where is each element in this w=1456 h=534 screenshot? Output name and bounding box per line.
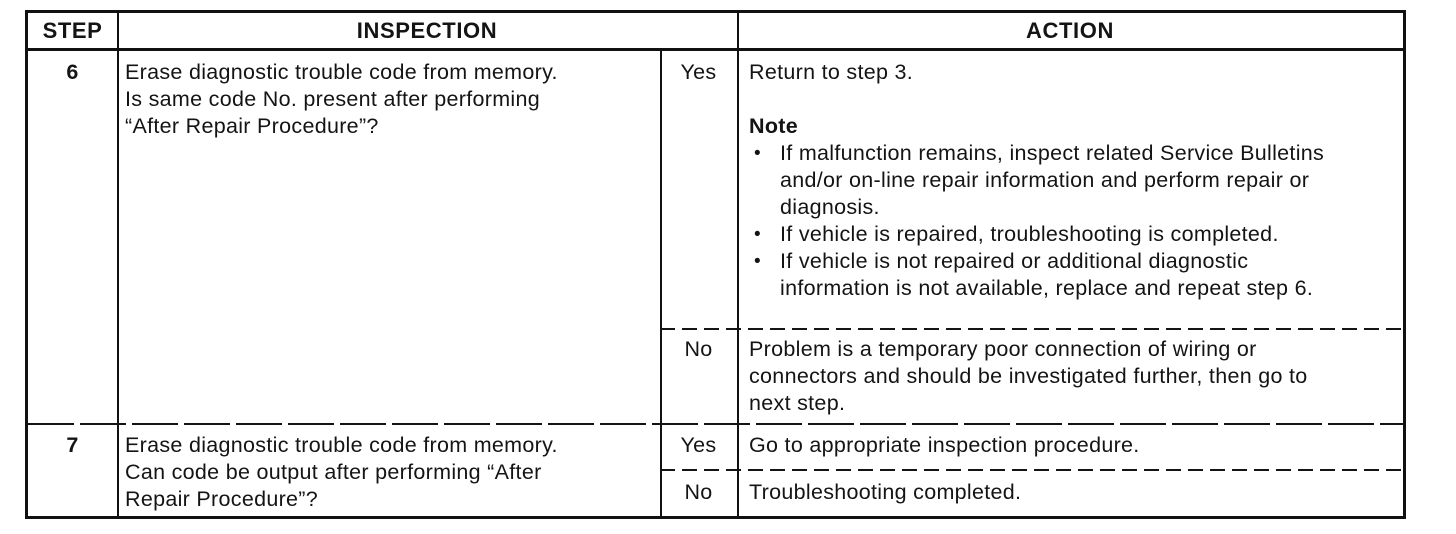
troubleshooting-table: STEP INSPECTION ACTION 6 Erase diagnosti… <box>25 10 1406 519</box>
action-text-line: next step. <box>749 391 846 415</box>
step6-yes-action-cell: Return to step 3. Note • If malfunction … <box>749 59 1397 302</box>
action-text-line: If malfunction remains, inspect related … <box>780 141 1325 165</box>
note-bullet-item: • If malfunction remains, inspect relate… <box>749 140 1397 221</box>
inspection-text-line: Can code be output after performing “Aft… <box>125 460 542 484</box>
sub-divider-step6-yes-no <box>660 328 1403 330</box>
note-label: Note <box>749 114 798 138</box>
bullet-icon: • <box>754 224 761 245</box>
bullet-icon: • <box>754 251 761 272</box>
header-inspection-label: INSPECTION <box>356 17 498 43</box>
column-divider-step-inspection <box>117 13 119 516</box>
row-divider-step6-step7 <box>28 423 1403 425</box>
inspection-text-line: Repair Procedure”? <box>125 487 319 511</box>
step7-no-label: No <box>684 480 713 504</box>
header-bottom-rule <box>28 48 1403 51</box>
action-text-line: If vehicle is repaired, troubleshooting … <box>780 222 1279 246</box>
step6-number: 6 <box>66 60 79 84</box>
note-bullet-text: If vehicle is repaired, troubleshooting … <box>780 221 1397 248</box>
note-bullet-item: • If vehicle is repaired, troubleshootin… <box>749 221 1397 248</box>
inspection-text-line: Is same code No. present after performin… <box>125 87 541 111</box>
step7-yes-label: Yes <box>680 433 717 457</box>
inspection-text-line: Erase diagnostic trouble code from memor… <box>125 433 558 457</box>
sub-divider-step7-yes-no <box>660 469 1403 471</box>
note-bullet-text: If vehicle is not repaired or additional… <box>780 248 1397 302</box>
note-bullet-item: • If vehicle is not repaired or addition… <box>749 248 1397 302</box>
action-text-line: information is not available, replace an… <box>780 276 1314 300</box>
step6-inspection-cell: Erase diagnostic trouble code from memor… <box>125 59 655 140</box>
action-text-line: Problem is a temporary poor connection o… <box>749 337 1257 361</box>
action-text-line: diagnosis. <box>780 195 880 219</box>
column-divider-yesno-action <box>737 13 739 516</box>
bullet-icon: • <box>754 143 761 164</box>
inspection-text-line: “After Repair Procedure”? <box>125 114 379 138</box>
inspection-text-line: Erase diagnostic trouble code from memor… <box>125 60 558 84</box>
column-divider-inspection-yesno <box>660 48 662 516</box>
action-text-line: If vehicle is not repaired or additional… <box>780 249 1249 273</box>
step7-inspection-cell: Erase diagnostic trouble code from memor… <box>125 432 655 513</box>
action-text-line: Return to step 3. <box>749 60 914 84</box>
header-inspection: INSPECTION <box>117 13 737 48</box>
action-text-line: Troubleshooting completed. <box>749 480 1022 504</box>
note-bullet-text: If malfunction remains, inspect related … <box>780 140 1397 221</box>
header-step: STEP <box>28 13 117 48</box>
header-action-label: ACTION <box>1026 17 1114 43</box>
step7-yes-action-cell: Go to appropriate inspection procedure. <box>749 432 1397 459</box>
step6-yes-label: Yes <box>680 60 717 84</box>
step7-no-action-cell: Troubleshooting completed. <box>749 479 1397 506</box>
action-text-line: and/or on-line repair information and pe… <box>780 168 1310 192</box>
header-step-label: STEP <box>42 17 103 43</box>
step6-no-action-cell: Problem is a temporary poor connection o… <box>749 336 1397 417</box>
action-text-line: connectors and should be investigated fu… <box>749 364 1308 388</box>
blank-line <box>749 86 1397 113</box>
step6-no-label: No <box>684 337 713 361</box>
step7-number: 7 <box>66 433 79 457</box>
header-action: ACTION <box>737 13 1403 48</box>
action-text-line: Go to appropriate inspection procedure. <box>749 433 1140 457</box>
